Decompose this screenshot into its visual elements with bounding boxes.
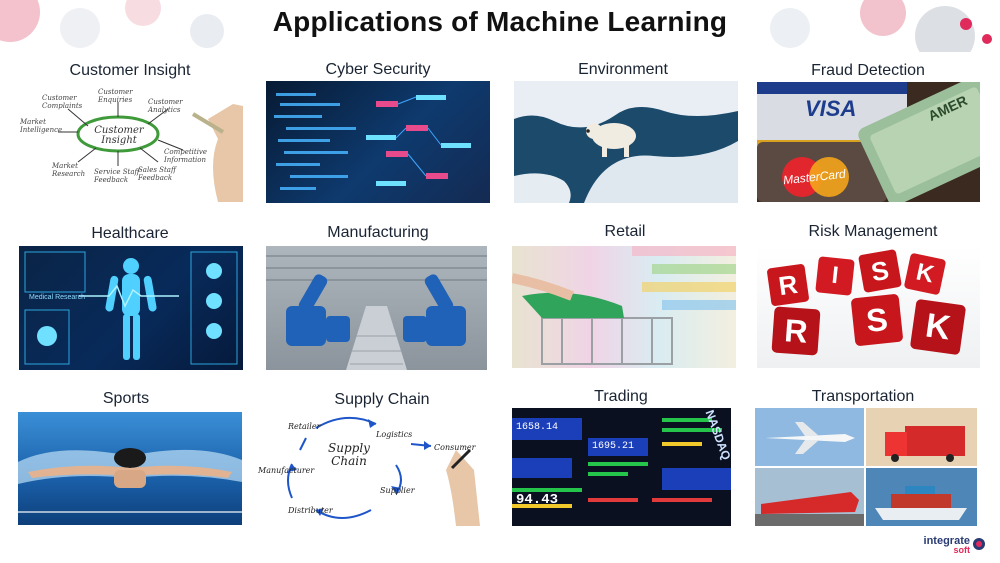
tile-label-environment: Environment xyxy=(578,61,668,78)
mindmap-center: Customer Insight xyxy=(94,125,144,146)
shopping-cart-icon xyxy=(512,246,736,365)
retail-image xyxy=(512,246,736,368)
medical-body-scan-icon xyxy=(24,251,238,365)
medical-research-text: Medical Research xyxy=(29,294,86,301)
decor-bubble xyxy=(960,18,972,30)
supply-chain-node: Distributer xyxy=(288,506,333,515)
page-title: Applications of Machine Learning xyxy=(272,6,728,37)
tile-label-cyber-security: Cyber Security xyxy=(325,61,431,78)
ticker-number: 94.43 xyxy=(516,492,559,508)
header-banner: Applications of Machine Learning xyxy=(0,0,1000,52)
sports-image xyxy=(18,412,242,525)
mindmap-node: Customer Enquiries xyxy=(98,88,133,104)
tile-label-customer-insight: Customer Insight xyxy=(69,62,191,79)
risk-cube: R xyxy=(771,306,821,356)
brand-mark-icon xyxy=(973,538,985,550)
hand-with-pen-icon xyxy=(191,104,243,202)
stock-ticker-icon xyxy=(512,418,731,508)
polar-bear-icon xyxy=(514,81,738,203)
tile-label-healthcare: Healthcare xyxy=(91,225,169,242)
risk-management-image: R I S K R S K xyxy=(757,246,980,368)
tile-label-transportation: Transportation xyxy=(811,388,915,405)
mindmap-node: Customer Complaints xyxy=(42,94,83,110)
brand-name: integrate xyxy=(923,535,970,547)
decor-bubble xyxy=(60,8,100,48)
supply-chain-cycle-icon xyxy=(287,416,480,526)
brand-subname: soft xyxy=(953,545,971,555)
code-screen-icon xyxy=(274,93,471,190)
trading-image: NASDAQ 1658.14 94.43 1695.21 xyxy=(512,408,731,526)
mindmap-node: Competitive Information xyxy=(164,148,208,164)
credit-cards-icon xyxy=(757,82,980,202)
tile-label-sports: Sports xyxy=(102,390,150,407)
manufacturing-image xyxy=(266,246,487,370)
customer-insight-mindmap-icon xyxy=(58,102,184,166)
risk-cube: R xyxy=(766,263,810,307)
supply-chain-center: Supply Chain xyxy=(328,441,370,468)
risk-cube: I xyxy=(815,256,855,296)
decor-bubble xyxy=(190,14,224,48)
supply-chain-node: Logistics xyxy=(376,430,413,439)
decor-bubble xyxy=(982,34,992,44)
ticker-number: 1658.14 xyxy=(516,422,559,433)
supply-chain-image: Supply Chain Retailer Logistics Consumer… xyxy=(256,410,488,526)
supply-chain-node: Retailer xyxy=(288,422,321,431)
healthcare-image: Medical Research xyxy=(19,246,243,370)
transportation-image xyxy=(755,408,977,526)
risk-cube: K xyxy=(909,298,967,356)
supply-chain-node: Manufacturer xyxy=(258,466,315,475)
fraud-detection-image: VISA MasterCard AMER xyxy=(757,82,980,202)
mindmap-node: Sales Staff Feedback xyxy=(138,166,176,182)
environment-image xyxy=(514,81,738,203)
mindmap-node: Market Research xyxy=(52,162,86,178)
decor-bubble xyxy=(860,0,906,36)
tile-label-manufacturing: Manufacturing xyxy=(327,224,429,241)
swimmer-icon xyxy=(18,448,242,513)
robotic-assembly-line-icon xyxy=(266,255,487,370)
mindmap-node: Market Intelligence xyxy=(20,118,63,134)
risk-cube: S xyxy=(850,293,904,347)
tile-label-risk-management: Risk Management xyxy=(808,223,938,240)
tile-label-fraud-detection: Fraud Detection xyxy=(811,62,925,79)
decor-bubble xyxy=(770,8,810,48)
customer-insight-image: Customer Insight Customer Complaints Cus… xyxy=(18,84,243,202)
plane-truck-train-ship-icon xyxy=(755,408,977,526)
cyber-security-image xyxy=(266,81,490,203)
visa-text: VISA xyxy=(805,96,857,121)
tile-label-supply-chain: Supply Chain xyxy=(334,391,430,408)
ticker-number: 1695.21 xyxy=(592,441,635,452)
risk-cube: K xyxy=(903,252,947,296)
mindmap-node: Service Staff Feedback xyxy=(94,168,140,184)
tile-label-retail: Retail xyxy=(604,223,646,240)
supply-chain-node: Supplier xyxy=(380,486,415,495)
risk-cube: S xyxy=(857,248,903,294)
supply-chain-node: Consumer xyxy=(434,443,476,452)
mindmap-node: Customer Analytics xyxy=(148,98,183,114)
tile-label-trading: Trading xyxy=(594,388,648,405)
brand-logo: integrate soft xyxy=(918,533,988,555)
